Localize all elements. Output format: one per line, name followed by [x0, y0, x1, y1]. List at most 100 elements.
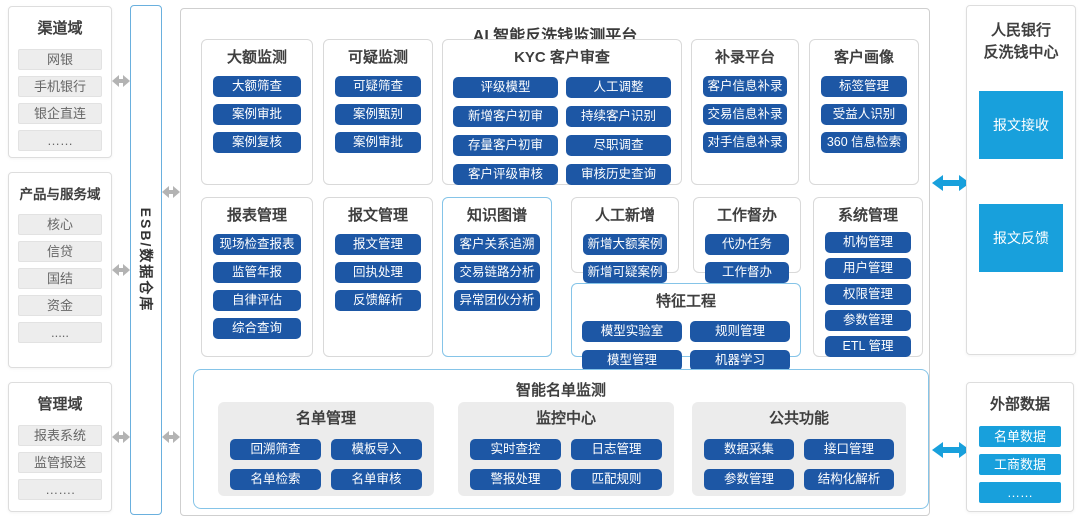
feature-button: 交易链路分析 — [454, 262, 540, 283]
feature-button: 客户信息补录 — [703, 76, 787, 97]
feature-button: 现场检查报表 — [213, 234, 301, 255]
arrow-platform-external — [932, 442, 970, 458]
domain-title: 产品与服务域 — [19, 187, 101, 202]
panel-title-line1: 人民银行 — [990, 22, 1051, 39]
feature-button: 参数管理 — [704, 469, 794, 490]
feature-button: 受益人识别 — [821, 104, 907, 125]
list-item: 国结 — [18, 268, 102, 289]
feature-button: 回溯筛查 — [230, 439, 321, 460]
feature-button: 案例审批 — [213, 104, 301, 125]
feature-button: 回执处理 — [335, 262, 421, 283]
panel-external-data: 外部数据 名单数据 工商数据 …… — [966, 382, 1074, 512]
feature-button: 模型实验室 — [582, 321, 682, 342]
list-item: ……. — [18, 479, 102, 500]
module-title: KYC 客户审查 — [514, 49, 610, 66]
arrow-channel-esb — [112, 75, 130, 87]
esb-data-warehouse-bar: ESB/数据仓库 — [130, 5, 162, 515]
feature-button: 工作督办 — [705, 262, 789, 283]
module-feature-engineering: 特征工程 模型实验室 规则管理 模型管理 机器学习 — [571, 283, 801, 371]
feature-button: 审核历史查询 — [566, 164, 671, 185]
module-knowledge-graph: 知识图谱 客户关系追溯 交易链路分析 异常团伙分析 — [442, 197, 552, 357]
group-common-functions: 公共功能 数据采集 接口管理 参数管理 结构化解析 — [692, 402, 906, 496]
module-large-amount-monitoring: 大额监测 大额筛查 案例审批 案例复核 — [201, 39, 313, 185]
module-title: 人工新增 — [594, 207, 655, 224]
feature-button: 模型管理 — [582, 350, 682, 371]
module-title: 可疑监测 — [347, 49, 408, 66]
module-title: 客户画像 — [833, 49, 894, 66]
message-receive-box: 报文接收 — [979, 91, 1063, 159]
feature-button: 案例复核 — [213, 132, 301, 153]
module-title: 大额监测 — [226, 49, 287, 66]
feature-button: ETL 管理 — [825, 336, 911, 357]
feature-button: 名单检索 — [230, 469, 321, 490]
module-manual-add: 人工新增 新增大额案例 新增可疑案例 — [571, 197, 679, 283]
list-item: 监管报送 — [18, 452, 102, 473]
module-title: 工作督办 — [716, 207, 777, 224]
feature-button: 报文管理 — [335, 234, 421, 255]
feature-button: 结构化解析 — [804, 469, 894, 490]
module-message-management: 报文管理 报文管理 回执处理 反馈解析 — [323, 197, 433, 357]
feature-button: 案例甄别 — [335, 104, 421, 125]
list-item: ..... — [18, 322, 102, 343]
feature-button: 数据采集 — [704, 439, 794, 460]
group-monitoring-center: 监控中心 实时查控 日志管理 警报处理 匹配规则 — [458, 402, 674, 496]
feature-button: 用户管理 — [825, 258, 911, 279]
feature-button: 新增可疑案例 — [583, 262, 667, 283]
feature-button: 参数管理 — [825, 310, 911, 331]
feature-button: 自律评估 — [213, 290, 301, 311]
module-system-management: 系统管理 机构管理 用户管理 权限管理 参数管理 ETL 管理 — [813, 197, 923, 357]
module-title: 特征工程 — [655, 293, 716, 310]
domain-box-management: 管理域 报表系统 监管报送 ……. — [8, 382, 112, 512]
feature-button: 360 信息检索 — [821, 132, 907, 153]
list-item: …… — [18, 130, 102, 151]
arrow-esb-platform-top — [162, 186, 180, 198]
feature-button: 持续客户识别 — [566, 106, 671, 127]
feature-button: 尽职调查 — [566, 135, 671, 156]
group-title: 名单管理 — [295, 410, 356, 427]
feature-button: 大额筛查 — [213, 76, 301, 97]
feature-button: 机构管理 — [825, 232, 911, 253]
feature-button: 异常团伙分析 — [454, 290, 540, 311]
arrow-management-esb — [112, 431, 130, 443]
feature-button: 客户关系追溯 — [454, 234, 540, 255]
list-item: …… — [979, 482, 1061, 503]
esb-label: ESB/数据仓库 — [138, 207, 154, 313]
feature-button: 交易信息补录 — [703, 104, 787, 125]
list-item: 网银 — [18, 49, 102, 70]
feature-button: 匹配规则 — [571, 469, 662, 490]
list-item: 核心 — [18, 214, 102, 235]
list-item: 信贷 — [18, 241, 102, 262]
module-customer-profile: 客户画像 标签管理 受益人识别 360 信息检索 — [809, 39, 919, 185]
list-item: 资金 — [18, 295, 102, 316]
module-title: 报文管理 — [347, 207, 408, 224]
section-title: 智能名单监测 — [515, 382, 606, 399]
domain-box-channel: 渠道域 网银 手机银行 银企直连 …… — [8, 6, 112, 158]
feature-button: 综合查询 — [213, 318, 301, 339]
feature-button: 实时查控 — [470, 439, 561, 460]
feature-button: 模板导入 — [331, 439, 422, 460]
module-work-supervision: 工作督办 代办任务 工作督办 — [693, 197, 801, 283]
feature-button: 客户评级审核 — [453, 164, 558, 185]
feature-button: 案例审批 — [335, 132, 421, 153]
panel-title: 人民银行 反洗钱中心 — [983, 20, 1058, 64]
feature-button: 对手信息补录 — [703, 132, 787, 153]
panel-title-line2: 反洗钱中心 — [983, 44, 1059, 61]
feature-button: 规则管理 — [690, 321, 790, 342]
domain-box-product-service: 产品与服务域 核心 信贷 国结 资金 ..... — [8, 172, 112, 368]
feature-button: 机器学习 — [690, 350, 790, 371]
section-smart-list-monitoring: 智能名单监测 名单管理 回溯筛查 模板导入 名单检索 名单审核 监控中心 实时查… — [193, 369, 929, 509]
list-item: 工商数据 — [979, 454, 1061, 475]
module-title: 系统管理 — [837, 207, 898, 224]
group-list-management: 名单管理 回溯筛查 模板导入 名单检索 名单审核 — [218, 402, 434, 496]
message-feedback-box: 报文反馈 — [979, 204, 1063, 272]
module-suspicious-monitoring: 可疑监测 可疑筛查 案例甄别 案例审批 — [323, 39, 433, 185]
feature-button: 存量客户初审 — [453, 135, 558, 156]
feature-button: 人工调整 — [566, 77, 671, 98]
panel-title: 外部数据 — [989, 396, 1050, 413]
module-title: 知识图谱 — [466, 207, 527, 224]
list-item: 报表系统 — [18, 425, 102, 446]
domain-title: 渠道域 — [37, 20, 83, 37]
feature-button: 可疑筛查 — [335, 76, 421, 97]
feature-button: 名单审核 — [331, 469, 422, 490]
